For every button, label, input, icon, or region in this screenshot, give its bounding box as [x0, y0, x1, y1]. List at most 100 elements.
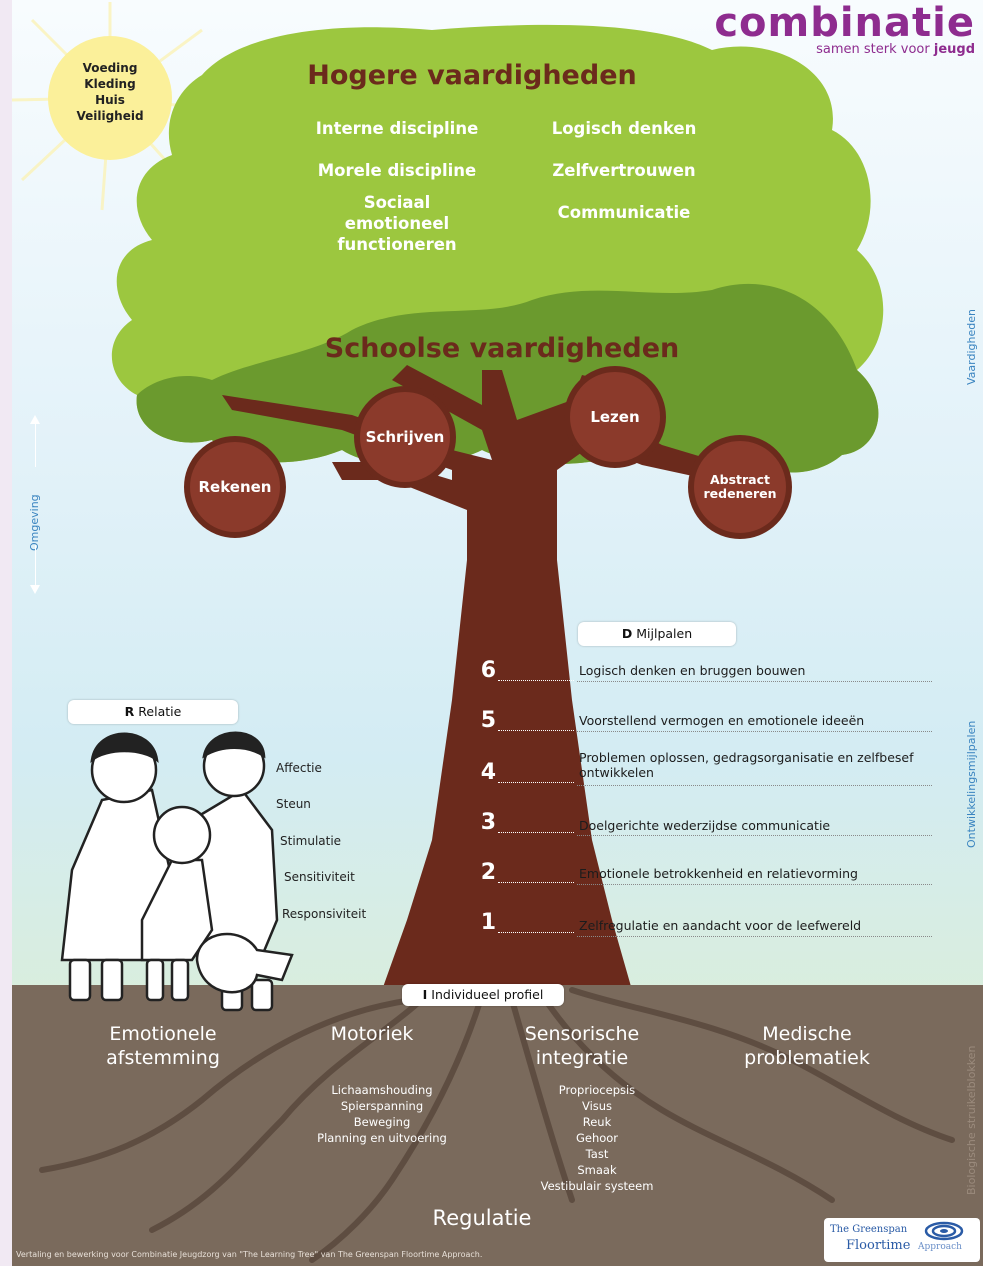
sensorische-list: Propriocepsis Visus Reuk Gehoor Tast Sma… [512, 1082, 682, 1194]
milestone-line [577, 835, 932, 836]
milestone-dots [498, 832, 574, 833]
family-illustration [60, 731, 294, 1012]
motoriek-list: Lichaamshouding Spierspanning Beweging P… [292, 1082, 472, 1146]
milestone-number: 6 [480, 658, 496, 683]
profile-column-title: Medische problematiek [744, 1023, 870, 1069]
profile-item: Vestibulair systeem [540, 1179, 654, 1193]
circle-schrijven: Schrijven [354, 386, 456, 488]
logo-tagline: samen sterk voor jeugd [714, 42, 975, 57]
milestone-dots [498, 882, 574, 883]
crown-skill: Interne discipline [315, 119, 479, 138]
logo-brand: combinatie [714, 0, 975, 46]
crown-skill: Communicatie [557, 203, 691, 222]
roots [39, 987, 955, 1263]
greenspan-big: Floortime [846, 1238, 911, 1253]
crown-skill: Morele discipline [317, 161, 477, 180]
vaardigheden-label: Vaardigheden [965, 309, 978, 385]
crown-title: Hogere vaardigheden [307, 60, 637, 91]
sun-text: Voeding Kleding Huis Veiligheid [62, 60, 158, 124]
poster: combinatie samen sterk voor jeugd Voedin… [12, 0, 983, 1266]
combinatie-logo: combinatie samen sterk voor jeugd [714, 2, 975, 57]
profile-item: Beweging [353, 1115, 411, 1129]
profile-header-text: Individueel profiel [431, 987, 544, 1002]
profile-column-title: Sensorische integratie [524, 1023, 640, 1069]
sun-line: Huis [95, 93, 125, 107]
regulatie-title: Regulatie [432, 1206, 532, 1230]
arrow-up-icon [30, 415, 40, 424]
tree-trunk [222, 365, 712, 990]
biologische-label: Biologische struikelblokken [965, 1045, 978, 1195]
greenspan-logo: The Greenspan Floortime Approach [824, 1218, 980, 1262]
milestone-line [577, 936, 932, 937]
relation-item: Steun [276, 797, 311, 811]
milestone-text: Voorstellend vermogen en emotionele idee… [579, 713, 865, 728]
spiral-icon [924, 1221, 964, 1241]
milestone-number: 3 [480, 810, 496, 835]
arrow-down-icon [30, 585, 40, 594]
profile-item: Propriocepsis [558, 1083, 636, 1097]
crown-skill: Logisch denken [551, 119, 697, 138]
crown-skills-right: Logisch denken Zelfvertrouwen Communicat… [524, 118, 724, 223]
omgeving-axis: Omgeving [26, 415, 46, 595]
milestone-text: Problemen oplossen, gedragsorganisatie e… [579, 750, 914, 780]
relation-item: Responsiviteit [282, 907, 367, 921]
milestone-number: 5 [480, 708, 496, 733]
sun-line: Voeding [82, 61, 138, 75]
milestone-text: Logisch denken en bruggen bouwen [579, 663, 806, 678]
milestones-header-text: Mijlpalen [636, 626, 693, 641]
profile-column-title: Motoriek [330, 1023, 414, 1045]
milestone-number: 4 [480, 760, 496, 785]
profile-item: Tast [585, 1147, 609, 1161]
omgeving-label: Omgeving [28, 494, 41, 551]
profile-item: Visus [581, 1099, 613, 1113]
milestones-letter: D [621, 626, 633, 641]
crown-skills-left: Interne discipline Morele discipline Soc… [282, 118, 512, 255]
relation-header-text: Relatie [138, 704, 182, 719]
milestone-text: Zelfregulatie en aandacht voor de leefwe… [579, 918, 862, 933]
profile-item: Gehoor [575, 1131, 619, 1145]
circle-rekenen: Rekenen [184, 436, 286, 538]
milestones-header: D Mijlpalen [578, 622, 736, 646]
footer-credit: Vertaling en bewerking voor Combinatie J… [16, 1250, 483, 1259]
milestone-dots [498, 680, 574, 681]
relation-item: Stimulatie [280, 834, 342, 848]
milestone-number: 1 [480, 910, 496, 935]
circle-abstract-redeneren: Abstract redeneren [688, 435, 792, 539]
school-title: Schoolse vaardigheden [324, 333, 680, 364]
ontwikkelingsmijlpalen-label: Ontwikkelingsmijlpalen [965, 720, 978, 848]
crown-skill: Sociaal emotioneel functioneren [337, 193, 457, 254]
arrow-up-line [35, 423, 36, 467]
greenspan-small: The Greenspan [830, 1224, 908, 1235]
sun-line: Veiligheid [76, 109, 144, 123]
logo-tagline-prefix: samen sterk voor [816, 42, 934, 57]
logo-tagline-bold: jeugd [933, 42, 975, 57]
profile-item: Smaak [577, 1163, 617, 1177]
greenspan-suffix: Approach [918, 1242, 962, 1252]
profile-item: Spierspanning [340, 1099, 424, 1113]
sun-line: Kleding [84, 77, 136, 91]
profile-header: I Individueel profiel [402, 984, 564, 1006]
crown-skill: Zelfvertrouwen [552, 161, 696, 180]
milestone-line [577, 731, 932, 732]
sun-icon [48, 36, 172, 160]
milestone-line [577, 785, 932, 786]
milestone-dots [498, 932, 574, 933]
milestone-dots [498, 730, 574, 731]
milestone-line [577, 681, 932, 682]
profile-item: Lichaamshouding [331, 1083, 433, 1097]
tree-illustration [12, 2, 983, 1266]
milestone-line [577, 884, 932, 885]
relation-item: Affectie [276, 761, 322, 775]
profile-letter: I [422, 987, 428, 1002]
arrow-down-line [35, 545, 36, 587]
circle-lezen: Lezen [564, 366, 666, 468]
relation-header: R Relatie [68, 700, 238, 724]
relation-letter: R [124, 704, 135, 719]
milestone-dots [498, 782, 574, 783]
profile-column-title: Emotionele afstemming [106, 1023, 220, 1069]
milestone-text: Doelgerichte wederzijdse communicatie [579, 818, 831, 833]
milestone-number: 2 [480, 860, 496, 885]
relation-item: Sensitiviteit [284, 870, 355, 884]
profile-item: Planning en uitvoering [317, 1131, 447, 1145]
milestone-text: Emotionele betrokkenheid en relatievormi… [579, 866, 858, 881]
